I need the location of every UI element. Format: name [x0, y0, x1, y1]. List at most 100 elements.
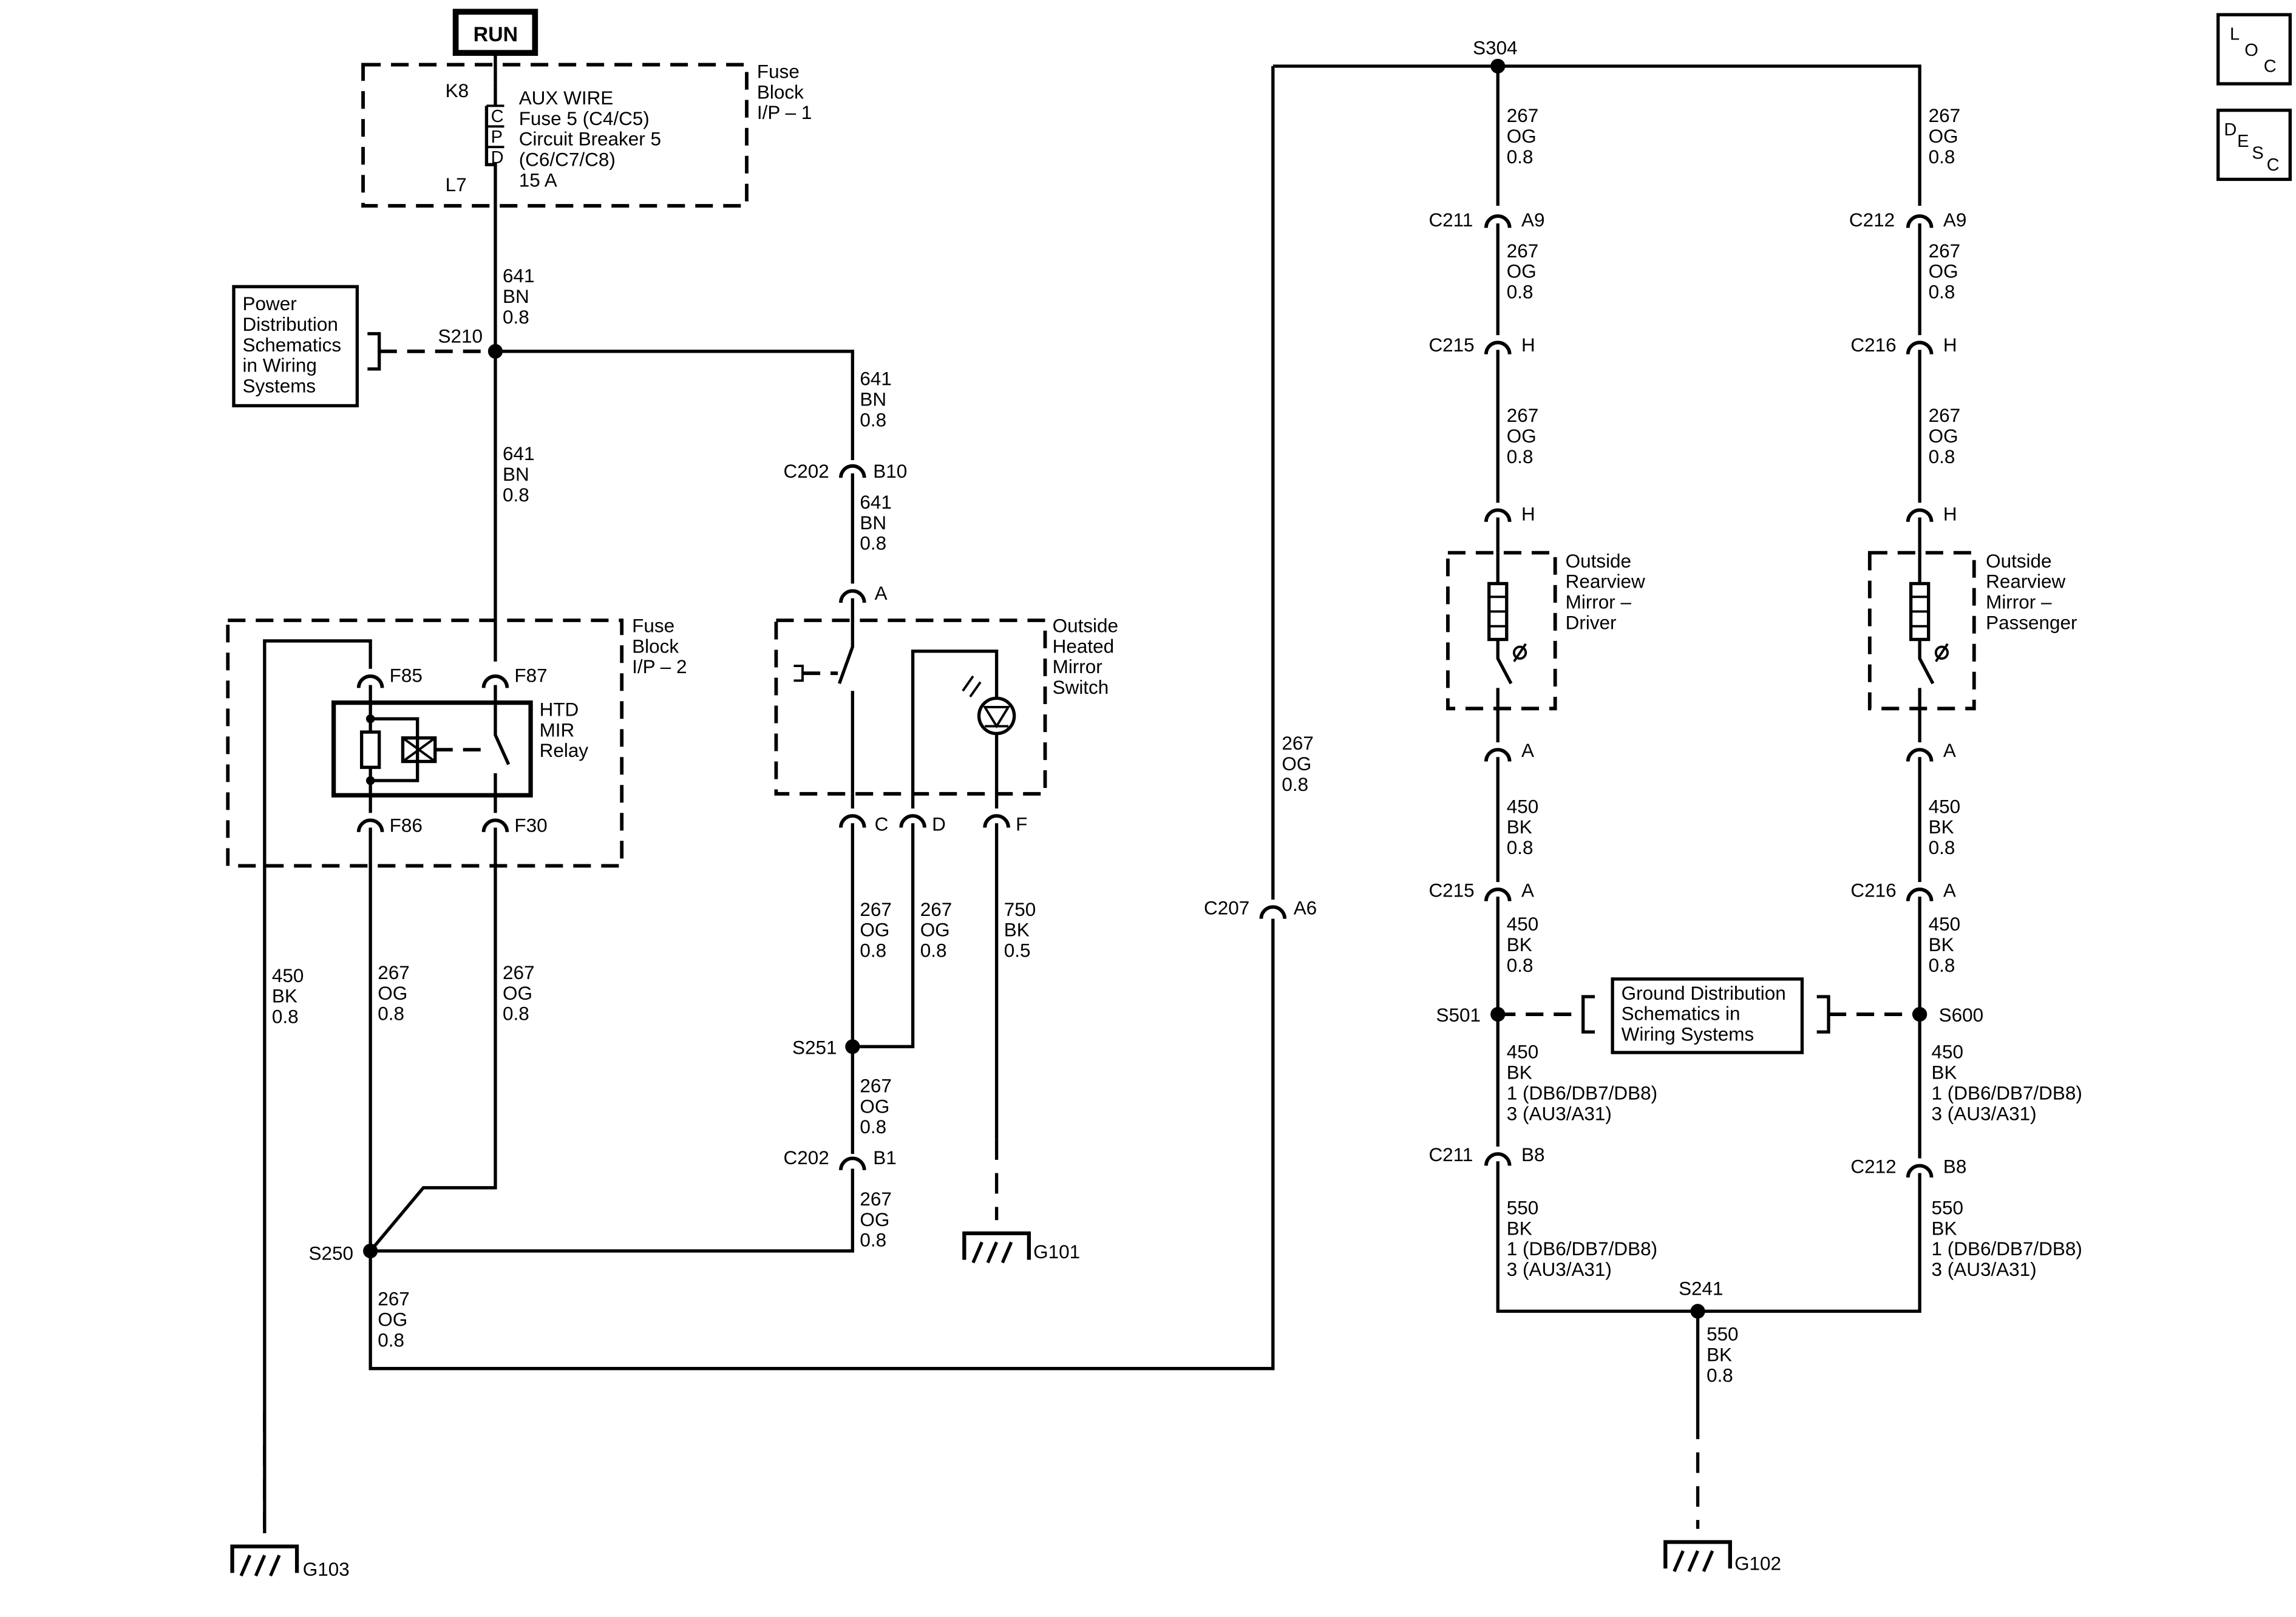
fuse-block-ip1: Fuse Block I/P – 1 K8 L7 C P D AUX WIRE …	[361, 61, 812, 208]
c211-a9-left: C211	[1428, 209, 1473, 231]
c212-b8-left: C212	[1850, 1156, 1896, 1178]
relay-label: HTD MIR Relay	[540, 699, 589, 761]
pin-l7: L7	[446, 174, 467, 195]
wire-750-label: 750 BK 0.5	[1004, 899, 1041, 961]
splice-s251: S251	[792, 1037, 837, 1058]
c212-a9-left: C212	[1849, 209, 1895, 231]
splice-s210: S210	[438, 325, 483, 347]
splice-s241: S241	[1679, 1278, 1723, 1300]
switch-pin-c: C	[875, 813, 889, 835]
ground-g102-icon	[1665, 1542, 1730, 1571]
c216-h-left: C216	[1850, 334, 1896, 356]
fuse-block-ip2-title: Fuse Block I/P – 2	[632, 615, 687, 677]
c211-b8-left: C211	[1428, 1144, 1473, 1165]
wire-267-label-s251: 267 OG 0.8	[860, 1075, 897, 1137]
wire-267-label-s250: 267 OG 0.8	[378, 1289, 415, 1351]
passenger-mirror-pin-a: A	[1943, 740, 1956, 761]
c211-a9-right: A9	[1521, 209, 1544, 231]
wire-450-label-d1: 450 BK 0.8	[1507, 796, 1544, 858]
wire-450-label-d2: 450 BK 0.8	[1507, 914, 1544, 976]
desc-letter-2: E	[2237, 132, 2249, 151]
switch-pin-d: D	[932, 813, 946, 835]
wire-550-opt-label-p: 550 BK 1 (DB6/DB7/DB8) 3 (AU3/A31)	[1932, 1197, 2088, 1280]
connector-c207-a6	[1261, 907, 1285, 918]
splice-s501: S501	[1436, 1005, 1481, 1026]
c212-a9-right: A9	[1943, 209, 1966, 231]
wire-267-label-p1: 267 OG 0.8	[1929, 105, 1966, 168]
desc-letter-4: C	[2267, 155, 2280, 175]
run-power-label: RUN	[452, 8, 538, 56]
run-text: RUN	[474, 23, 518, 46]
ground-g102: G102	[1734, 1553, 1781, 1574]
wire-267-label-c207: 267 OG 0.8	[1282, 733, 1319, 795]
loc-button[interactable]: L O C	[2216, 13, 2292, 86]
loc-letter-3: C	[2264, 57, 2277, 76]
switch-pin-f: F	[1016, 813, 1027, 835]
wire-267-label-d1: 267 OG 0.8	[1507, 105, 1544, 168]
switch-pin-a: A	[875, 583, 888, 604]
cpd-p: P	[491, 127, 503, 147]
wire-267-label-d: 267 OG 0.8	[920, 899, 957, 961]
wire-641-label-2: 641 BN 0.8	[860, 368, 897, 431]
mirror-passenger-title: Outside Rearview Mirror – Passenger	[1986, 551, 2077, 634]
loc-letter-1: L	[2230, 24, 2240, 44]
c216-h-right: H	[1943, 334, 1957, 356]
wire-267-label-p3: 267 OG 0.8	[1929, 405, 1966, 467]
mirror-driver-title: Outside Rearview Mirror – Driver	[1566, 551, 1651, 634]
cpd-d: D	[491, 148, 504, 168]
wire-550-opt-label-d: 550 BK 1 (DB6/DB7/DB8) 3 (AU3/A31)	[1507, 1197, 1663, 1280]
c215-h-left: C215	[1428, 334, 1474, 356]
driver-mirror-pin-h: H	[1521, 503, 1535, 524]
power-distribution-ref-box[interactable]: Power Distribution Schematics in Wiring …	[232, 285, 359, 408]
wire-450-label-p1: 450 BK 0.8	[1929, 796, 1966, 858]
c216-a-right: A	[1943, 880, 1956, 901]
svg-text:Power Distribution: Power Distribution Schematics in Wiring …	[243, 293, 347, 397]
wire-267-label-d2: 267 OG 0.8	[1507, 240, 1544, 303]
c207-a6-left: C207	[1204, 897, 1249, 918]
wire-450-opt-label-p: 450 BK 1 (DB6/DB7/DB8) 3 (AU3/A31)	[1932, 1042, 2088, 1125]
pin-f86: F86	[390, 815, 423, 836]
outside-rearview-mirror-passenger: Outside Rearview Mirror – Passenger	[1867, 551, 2077, 711]
connector-c202-b1	[841, 1158, 864, 1170]
fuse-block-ip2: Fuse Block I/P – 2 F85 F87 HTD	[226, 615, 687, 1529]
c202-b1-left: C202	[784, 1147, 829, 1168]
c215-h-right: H	[1521, 334, 1535, 356]
c215-a-right: A	[1521, 880, 1534, 901]
wire-267-label-p2: 267 OG 0.8	[1929, 240, 1966, 303]
pin-f87: F87	[514, 665, 547, 686]
wire-450-opt-label-d: 450 BK 1 (DB6/DB7/DB8) 3 (AU3/A31)	[1507, 1042, 1663, 1125]
loc-letter-2: O	[2244, 41, 2258, 60]
c211-b8-right: B8	[1521, 1144, 1544, 1165]
splice-s250: S250	[308, 1242, 353, 1264]
desc-letter-3: S	[2252, 144, 2263, 163]
pin-k8: K8	[446, 80, 469, 101]
wire-641-label-3: 641 BN 0.8	[860, 492, 897, 554]
ground-distribution-ref-box[interactable]: Ground Distribution Schematics in Wiring…	[1611, 977, 1804, 1054]
wire-267-label-b1: 267 OG 0.8	[860, 1188, 897, 1251]
ground-g101: G101	[1033, 1241, 1080, 1263]
c207-a6-right: A6	[1294, 897, 1317, 918]
switch-title: Outside Heated Mirror Switch	[1053, 615, 1124, 698]
splice-s600: S600	[1939, 1005, 1983, 1026]
c202-b1-right: B1	[873, 1147, 896, 1168]
pin-f30: F30	[514, 815, 547, 836]
ground-g103-icon	[233, 1547, 297, 1576]
htd-mir-relay: HTD MIR Relay	[331, 699, 589, 798]
wire-267-label-f30: 267 OG 0.8	[503, 962, 540, 1025]
wire-267-label-d3: 267 OG 0.8	[1507, 405, 1544, 467]
splice-s304: S304	[1473, 38, 1517, 59]
wire-641-label-1: 641 BN 0.8	[503, 265, 540, 328]
outside-rearview-mirror-driver: Outside Rearview Mirror – Driver	[1446, 551, 1651, 711]
outside-heated-mirror-switch: Outside Heated Mirror Switch	[774, 598, 1124, 796]
c216-a-left: C216	[1850, 880, 1896, 901]
desc-button[interactable]: D E S C	[2216, 108, 2292, 181]
passenger-mirror-pin-h: H	[1943, 503, 1957, 524]
driver-mirror-pin-a: A	[1521, 740, 1534, 761]
ground-g103: G103	[303, 1559, 350, 1580]
ground-g101-icon	[964, 1233, 1029, 1263]
wire-450-label-p2: 450 BK 0.8	[1929, 914, 1966, 976]
cpd-c: C	[491, 107, 504, 126]
wire-267-label-c: 267 OG 0.8	[860, 899, 897, 961]
wire-641-label-4: 641 BN 0.8	[503, 443, 540, 506]
